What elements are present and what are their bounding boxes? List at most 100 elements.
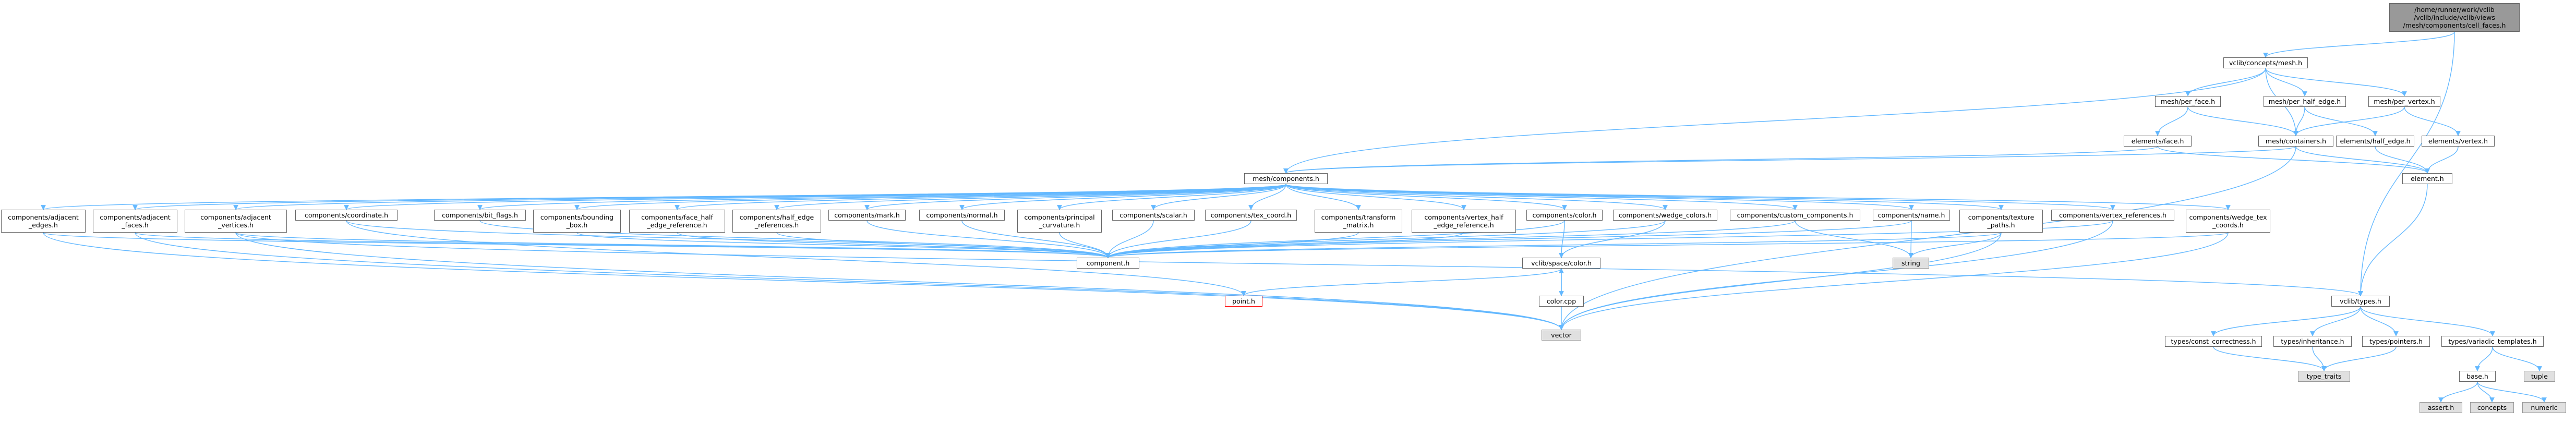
edge-comp-adjacent-vertices-to-vclib-types (235, 232, 2363, 296)
edge-mesh-components-to-comp-vertex-half-edge (1285, 184, 1466, 210)
comp-bit-flags-node[interactable]: components/bit_flags.h (434, 210, 526, 221)
edge-mesh-components-to-comp-mark (864, 184, 1286, 210)
edge-comp-custom-components-to-component (1105, 220, 1796, 258)
element-node[interactable]: element.h (2402, 173, 2452, 184)
concepts-mesh-node[interactable]: vclib/concepts/mesh.h (2223, 57, 2308, 68)
comp-custom-components-node[interactable]: components/custom_components.h (1730, 210, 1860, 221)
vclib-types-node[interactable]: vclib/types.h (2331, 296, 2390, 307)
edge-concepts-mesh-to-per-face (2185, 68, 2266, 96)
edge-per-face-to-elements-face (2155, 106, 2188, 136)
edge-mesh-components-to-comp-normal (959, 184, 1286, 210)
per-face-node[interactable]: mesh/per_face.h (2155, 96, 2221, 107)
comp-adjacent-vertices-node[interactable]: components/adjacent _vertices.h (185, 210, 287, 233)
comp-principal-curvature-node[interactable]: components/principal _curvature.h (1017, 210, 1102, 233)
comp-color-node[interactable]: components/color.h (1526, 210, 1603, 221)
edge-comp-name-to-component (1105, 220, 1912, 258)
edge-mesh-components-to-comp-half-edge-refs (774, 184, 1286, 210)
edge-comp-bounding-box-to-component (576, 232, 1111, 258)
edge-elements-face-to-element (2157, 146, 2430, 174)
edge-mesh-containers-to-element (2295, 146, 2430, 174)
space-color-node[interactable]: vclib/space/color.h (1522, 258, 1600, 269)
tuple-node: tuple (2524, 371, 2555, 382)
edge-comp-color-to-space-color (1559, 220, 1565, 258)
point-node[interactable]: point.h (1225, 296, 1262, 307)
comp-face-half-edge-node[interactable]: components/face_half _edge_reference.h (629, 210, 725, 233)
color-cpp-node[interactable]: color.cpp (1539, 296, 1584, 307)
per-half-edge-node[interactable]: mesh/per_half_edge.h (2264, 96, 2346, 107)
edge-comp-texture-paths-to-string (1908, 232, 2002, 258)
component-node[interactable]: component.h (1077, 258, 1139, 269)
string-node: string (1893, 258, 1929, 269)
edge-mesh-components-to-comp-coordinate (344, 184, 1286, 210)
root-file-node: /home/runner/work/vclib /vclib/include/v… (2389, 3, 2520, 32)
comp-transform-matrix-node[interactable]: components/transform _matrix.h (1315, 210, 1402, 233)
edge-comp-adjacent-vertices-to-component (235, 232, 1111, 258)
elements-face-node[interactable]: elements/face.h (2124, 136, 2192, 147)
edge-mesh-components-to-comp-color (1285, 184, 1567, 210)
base-node[interactable]: base.h (2459, 371, 2496, 382)
edge-comp-mark-to-component (866, 220, 1111, 258)
edge-elements-face-to-mesh-components (1283, 146, 2158, 174)
edge-comp-color-to-component (1105, 220, 1565, 258)
comp-half-edge-refs-node[interactable]: components/half_edge _references.h (732, 210, 821, 233)
comp-mark-node[interactable]: components/mark.h (828, 210, 906, 221)
variadic-templates-node[interactable]: types/variadic_templates.h (2441, 336, 2544, 347)
comp-tex-coord-node[interactable]: components/tex_coord.h (1205, 210, 1297, 221)
edge-comp-custom-components-to-string (1795, 220, 1913, 258)
mesh-components-node[interactable]: mesh/components.h (1244, 173, 1328, 184)
elements-half-edge-node-visible[interactable]: elements/half_edge.h (2336, 136, 2414, 147)
edge-comp-wedge-tex-coords-to-vector (1559, 232, 2229, 330)
edge-comp-tex-coord-to-component (1105, 220, 1251, 258)
comp-texture-paths-node[interactable]: components/texture _paths.h (1959, 210, 2043, 233)
pointers-node[interactable]: types/pointers.h (2362, 336, 2430, 347)
edge-mesh-components-to-comp-wedge-tex-coords (1285, 184, 2231, 210)
edge-const-correctness-to-type-traits (2213, 346, 2327, 371)
edge-mesh-components-to-comp-scalar (1151, 184, 1286, 210)
edge-comp-half-edge-refs-to-component (776, 232, 1111, 258)
edge-concepts-mesh-to-per-half-edge (2265, 68, 2307, 96)
edge-comp-wedge-tex-coords-to-component (1105, 232, 2229, 258)
edge-mesh-components-to-comp-tex-coord (1248, 184, 1286, 210)
comp-name-node[interactable]: components/name.h (1873, 210, 1950, 221)
comp-vertex-references-node[interactable]: components/vertex_references.h (2051, 210, 2174, 221)
const-correctness-node[interactable]: types/const_correctness.h (2165, 336, 2262, 347)
edge-mesh-components-to-comp-wedge-colors (1285, 184, 1668, 210)
edge-mesh-components-to-comp-texture-paths (1285, 184, 2004, 210)
assert-node: assert.h (2419, 402, 2462, 413)
edge-comp-face-half-edge-to-component (677, 232, 1111, 258)
edge-comp-scalar-to-component (1105, 220, 1154, 258)
edge-comp-texture-paths-to-vector (1559, 232, 2002, 330)
edge-vclib-types-to-const-correctness (2211, 306, 2361, 336)
comp-adjacent-faces-node[interactable]: components/adjacent _faces.h (93, 210, 177, 233)
comp-vertex-half-edge-node[interactable]: components/vertex_half _edge_reference.h (1412, 210, 1516, 233)
edge-mesh-containers-to-mesh-components (1283, 146, 2296, 174)
edge-mesh-components-to-comp-bounding-box (574, 184, 1286, 210)
edge-mesh-components-to-comp-vertex-references (1285, 184, 2115, 210)
comp-scalar-node[interactable]: components/scalar.h (1112, 210, 1195, 221)
edge-comp-adjacent-vertices-to-vector (235, 232, 1564, 330)
edge-variadic-templates-to-tuple (2492, 346, 2542, 371)
edge-vclib-types-to-pointers (2360, 306, 2399, 336)
comp-coordinate-node[interactable]: components/coordinate.h (295, 210, 398, 221)
numeric-node: numeric (2522, 402, 2566, 413)
edge-vclib-types-to-inheritance (2310, 306, 2361, 336)
edge-mesh-components-to-comp-adjacent-faces (133, 184, 1286, 210)
edge-elements-vertex-to-element (2425, 146, 2459, 174)
edge-per-vertex-to-elements-vertex (2404, 106, 2461, 136)
edge-variadic-templates-to-base (2475, 346, 2493, 371)
elements-vertex-node[interactable]: elements/vertex.h (2422, 136, 2495, 147)
inheritance-node[interactable]: types/inheritance.h (2273, 336, 2352, 347)
comp-normal-node[interactable]: components/normal.h (919, 210, 1005, 221)
per-vertex-node[interactable]: mesh/per_vertex.h (2368, 96, 2440, 107)
edge-per-half-edge-to-elements-half-edge (2304, 106, 2378, 136)
comp-adjacent-edges-node[interactable]: components/adjacent _edges.h (1, 210, 86, 233)
edge-mesh-components-to-comp-custom-components (1285, 184, 1798, 210)
edge-comp-normal-to-component (961, 220, 1111, 258)
edge-element-to-vclib-types (2358, 184, 2428, 296)
comp-bounding-box-node[interactable]: components/bounding _box.h (533, 210, 621, 233)
mesh-containers-node[interactable]: mesh/containers.h (2258, 136, 2333, 147)
comp-wedge-colors-node[interactable]: components/wedge_colors.h (1613, 210, 1717, 221)
comp-wedge-tex-coords-node[interactable]: components/wedge_tex _coords.h (2186, 210, 2270, 233)
edge-mesh-components-to-comp-adjacent-edges (41, 184, 1286, 210)
